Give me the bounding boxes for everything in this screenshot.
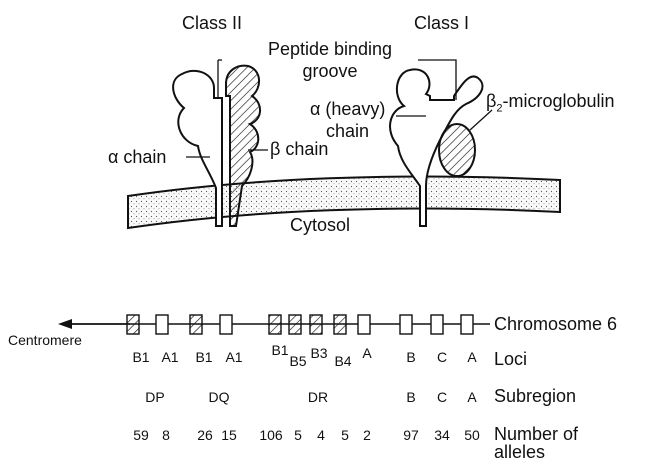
locus-2: A1 bbox=[155, 350, 185, 364]
cytosol-label: Cytosol bbox=[290, 216, 350, 234]
gene-box-12 bbox=[461, 315, 473, 334]
alleles-12: 50 bbox=[457, 428, 487, 442]
subregion-label: Subregion bbox=[494, 387, 576, 405]
beta-chain-label: β chain bbox=[270, 140, 328, 158]
locus-4: A1 bbox=[219, 350, 249, 364]
gene-box-6 bbox=[289, 315, 301, 334]
subregion-a: A bbox=[457, 390, 487, 404]
gene-box-9 bbox=[358, 315, 370, 334]
loci-label: Loci bbox=[494, 350, 527, 368]
gene-box-7 bbox=[310, 315, 322, 334]
gene-box-4 bbox=[220, 315, 232, 334]
b2m-rest: -microglobulin bbox=[502, 91, 614, 111]
b2m-label: β2-microglobulin bbox=[486, 92, 615, 115]
chromosome-label: Chromosome 6 bbox=[494, 315, 617, 333]
class1-label: Class I bbox=[414, 14, 469, 32]
gene-box-3 bbox=[190, 315, 202, 334]
subregion-dp: DP bbox=[140, 390, 170, 404]
gene-box-5 bbox=[269, 315, 281, 334]
alleles-label-line2: alleles bbox=[494, 443, 545, 461]
heavy-chain-label-line1: α (heavy) bbox=[310, 100, 385, 118]
locus-9: A bbox=[352, 346, 382, 360]
peptide-label-line1: Peptide binding bbox=[250, 40, 410, 58]
subregion-dr: DR bbox=[303, 390, 333, 404]
alleles-2: 8 bbox=[151, 428, 181, 442]
locus-3: B1 bbox=[189, 350, 219, 364]
alleles-10: 97 bbox=[396, 428, 426, 442]
alleles-9: 2 bbox=[352, 428, 382, 442]
locus-12: A bbox=[457, 350, 487, 364]
gene-box-10 bbox=[400, 315, 412, 334]
alleles-11: 34 bbox=[427, 428, 457, 442]
subregion-c: C bbox=[427, 390, 457, 404]
locus-10: B bbox=[396, 350, 426, 364]
gene-box-8 bbox=[334, 315, 346, 334]
b2m-beta: β bbox=[486, 91, 496, 111]
alleles-4: 15 bbox=[214, 428, 244, 442]
alpha-chain-label: α chain bbox=[108, 148, 166, 166]
centromere-label: Centromere bbox=[8, 333, 82, 347]
heavy-chain-label-line2: chain bbox=[326, 122, 369, 140]
b2m-domain bbox=[439, 124, 475, 176]
subregion-b: B bbox=[396, 390, 426, 404]
gene-box-2 bbox=[156, 315, 168, 334]
alleles-label-line1: Number of bbox=[494, 425, 578, 443]
gene-box-1 bbox=[127, 315, 139, 334]
centromere-arrowhead bbox=[58, 319, 72, 329]
locus-1: B1 bbox=[126, 350, 156, 364]
gene-box-11 bbox=[431, 315, 443, 334]
class2-label: Class II bbox=[182, 14, 242, 32]
locus-11: C bbox=[427, 350, 457, 364]
peptide-label-line2: groove bbox=[250, 62, 410, 80]
subregion-dq: DQ bbox=[204, 390, 234, 404]
